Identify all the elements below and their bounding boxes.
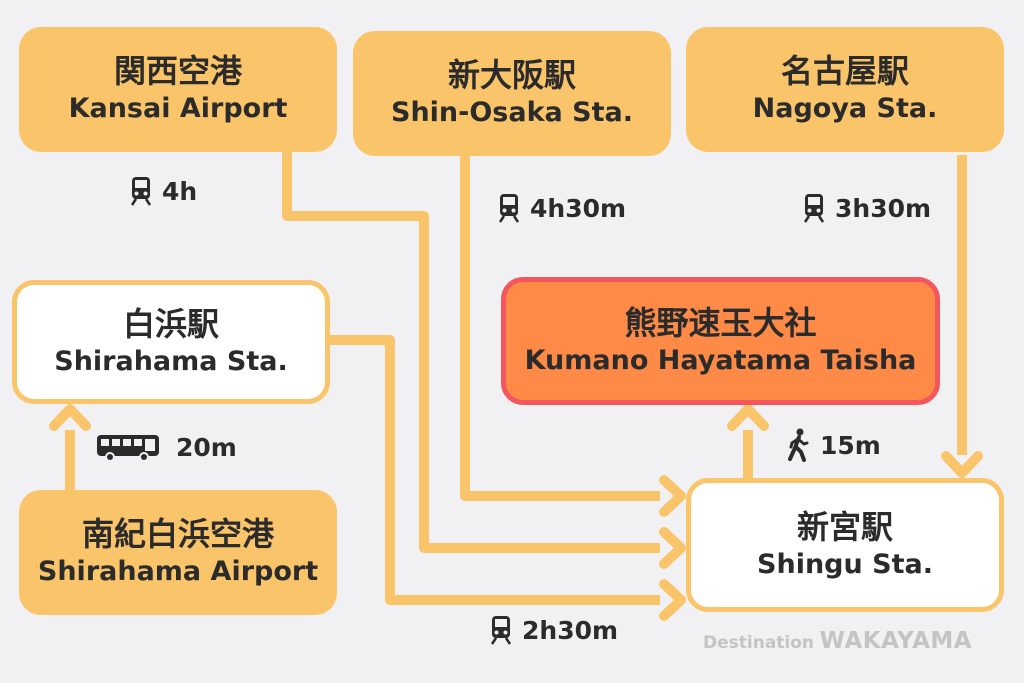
route-time: 4h30m [530, 193, 627, 223]
arrowhead-walk [727, 404, 769, 431]
route-label-shirahama: 2h30m [490, 615, 618, 645]
node-en-label: Kumano Hayatama Taisha [524, 344, 917, 376]
node-en-label: Shin-Osaka Sta. [391, 97, 633, 129]
route-line-shin-osaka [460, 155, 660, 501]
node-en-label: Nagoya Sta. [752, 93, 938, 125]
route-time: 4h [162, 176, 198, 206]
node-jp-label: 関西空港 [113, 52, 242, 91]
train-icon [130, 177, 152, 206]
node-en-label: Shingu Sta. [757, 548, 933, 580]
node-en-label: Shirahama Airport [37, 556, 319, 588]
node-nanki-shirahama-airport: 南紀白浜空港 Shirahama Airport [19, 490, 337, 615]
train-icon [803, 194, 825, 223]
node-shirahama-station: 白浜駅 Shirahama Sta. [12, 280, 330, 404]
train-icon [498, 194, 520, 223]
arrowhead-nagoya [941, 451, 983, 478]
arrowhead-kansai [659, 527, 686, 569]
route-label-nagoya: 3h30m [803, 193, 931, 223]
brand-watermark: Destination WAKAYAMA [703, 628, 972, 654]
node-shin-osaka: 新大阪駅 Shin-Osaka Sta. [353, 31, 671, 156]
node-kansai-airport: 関西空港 Kansai Airport [19, 27, 337, 152]
route-time: 15m [820, 430, 881, 460]
node-jp-label: 新宮駅 [796, 507, 893, 546]
node-nagoya: 名古屋駅 Nagoya Sta. [686, 27, 1004, 152]
node-en-label: Shirahama Sta. [54, 345, 288, 377]
route-label-kansai: 4h [130, 176, 197, 206]
route-time: 20m [176, 432, 237, 462]
route-time: 2h30m [522, 615, 619, 645]
arrowhead-airport-bus [49, 404, 91, 431]
route-label-walk: 15m [786, 428, 881, 462]
node-jp-label: 新大阪駅 [447, 56, 576, 95]
node-jp-label: 白浜駅 [122, 304, 219, 343]
brand-name: WAKAYAMA [819, 628, 973, 654]
node-jp-label: 南紀白浜空港 [81, 515, 274, 554]
brand-prefix: Destination [703, 633, 815, 653]
node-shingu-station: 新宮駅 Shingu Sta. [686, 478, 1004, 612]
bus-icon [97, 435, 159, 462]
node-jp-label: 熊野速玉大社 [624, 303, 817, 342]
node-jp-label: 名古屋駅 [780, 52, 909, 91]
arrowhead-shirahama [659, 579, 686, 621]
route-time: 3h30m [835, 193, 932, 223]
route-label-shin-osaka: 4h30m [498, 193, 626, 223]
train-icon [490, 616, 512, 645]
node-kumano-hayatama-taisha: 熊野速玉大社 Kumano Hayatama Taisha [501, 277, 940, 405]
route-label-airport-bus: 20m [96, 432, 237, 462]
node-en-label: Kansai Airport [68, 93, 288, 125]
route-line-kansai [282, 150, 660, 553]
route-line-shirahama [330, 335, 660, 605]
walking-person-icon [788, 428, 809, 462]
arrowhead-shin-osaka [659, 475, 686, 517]
